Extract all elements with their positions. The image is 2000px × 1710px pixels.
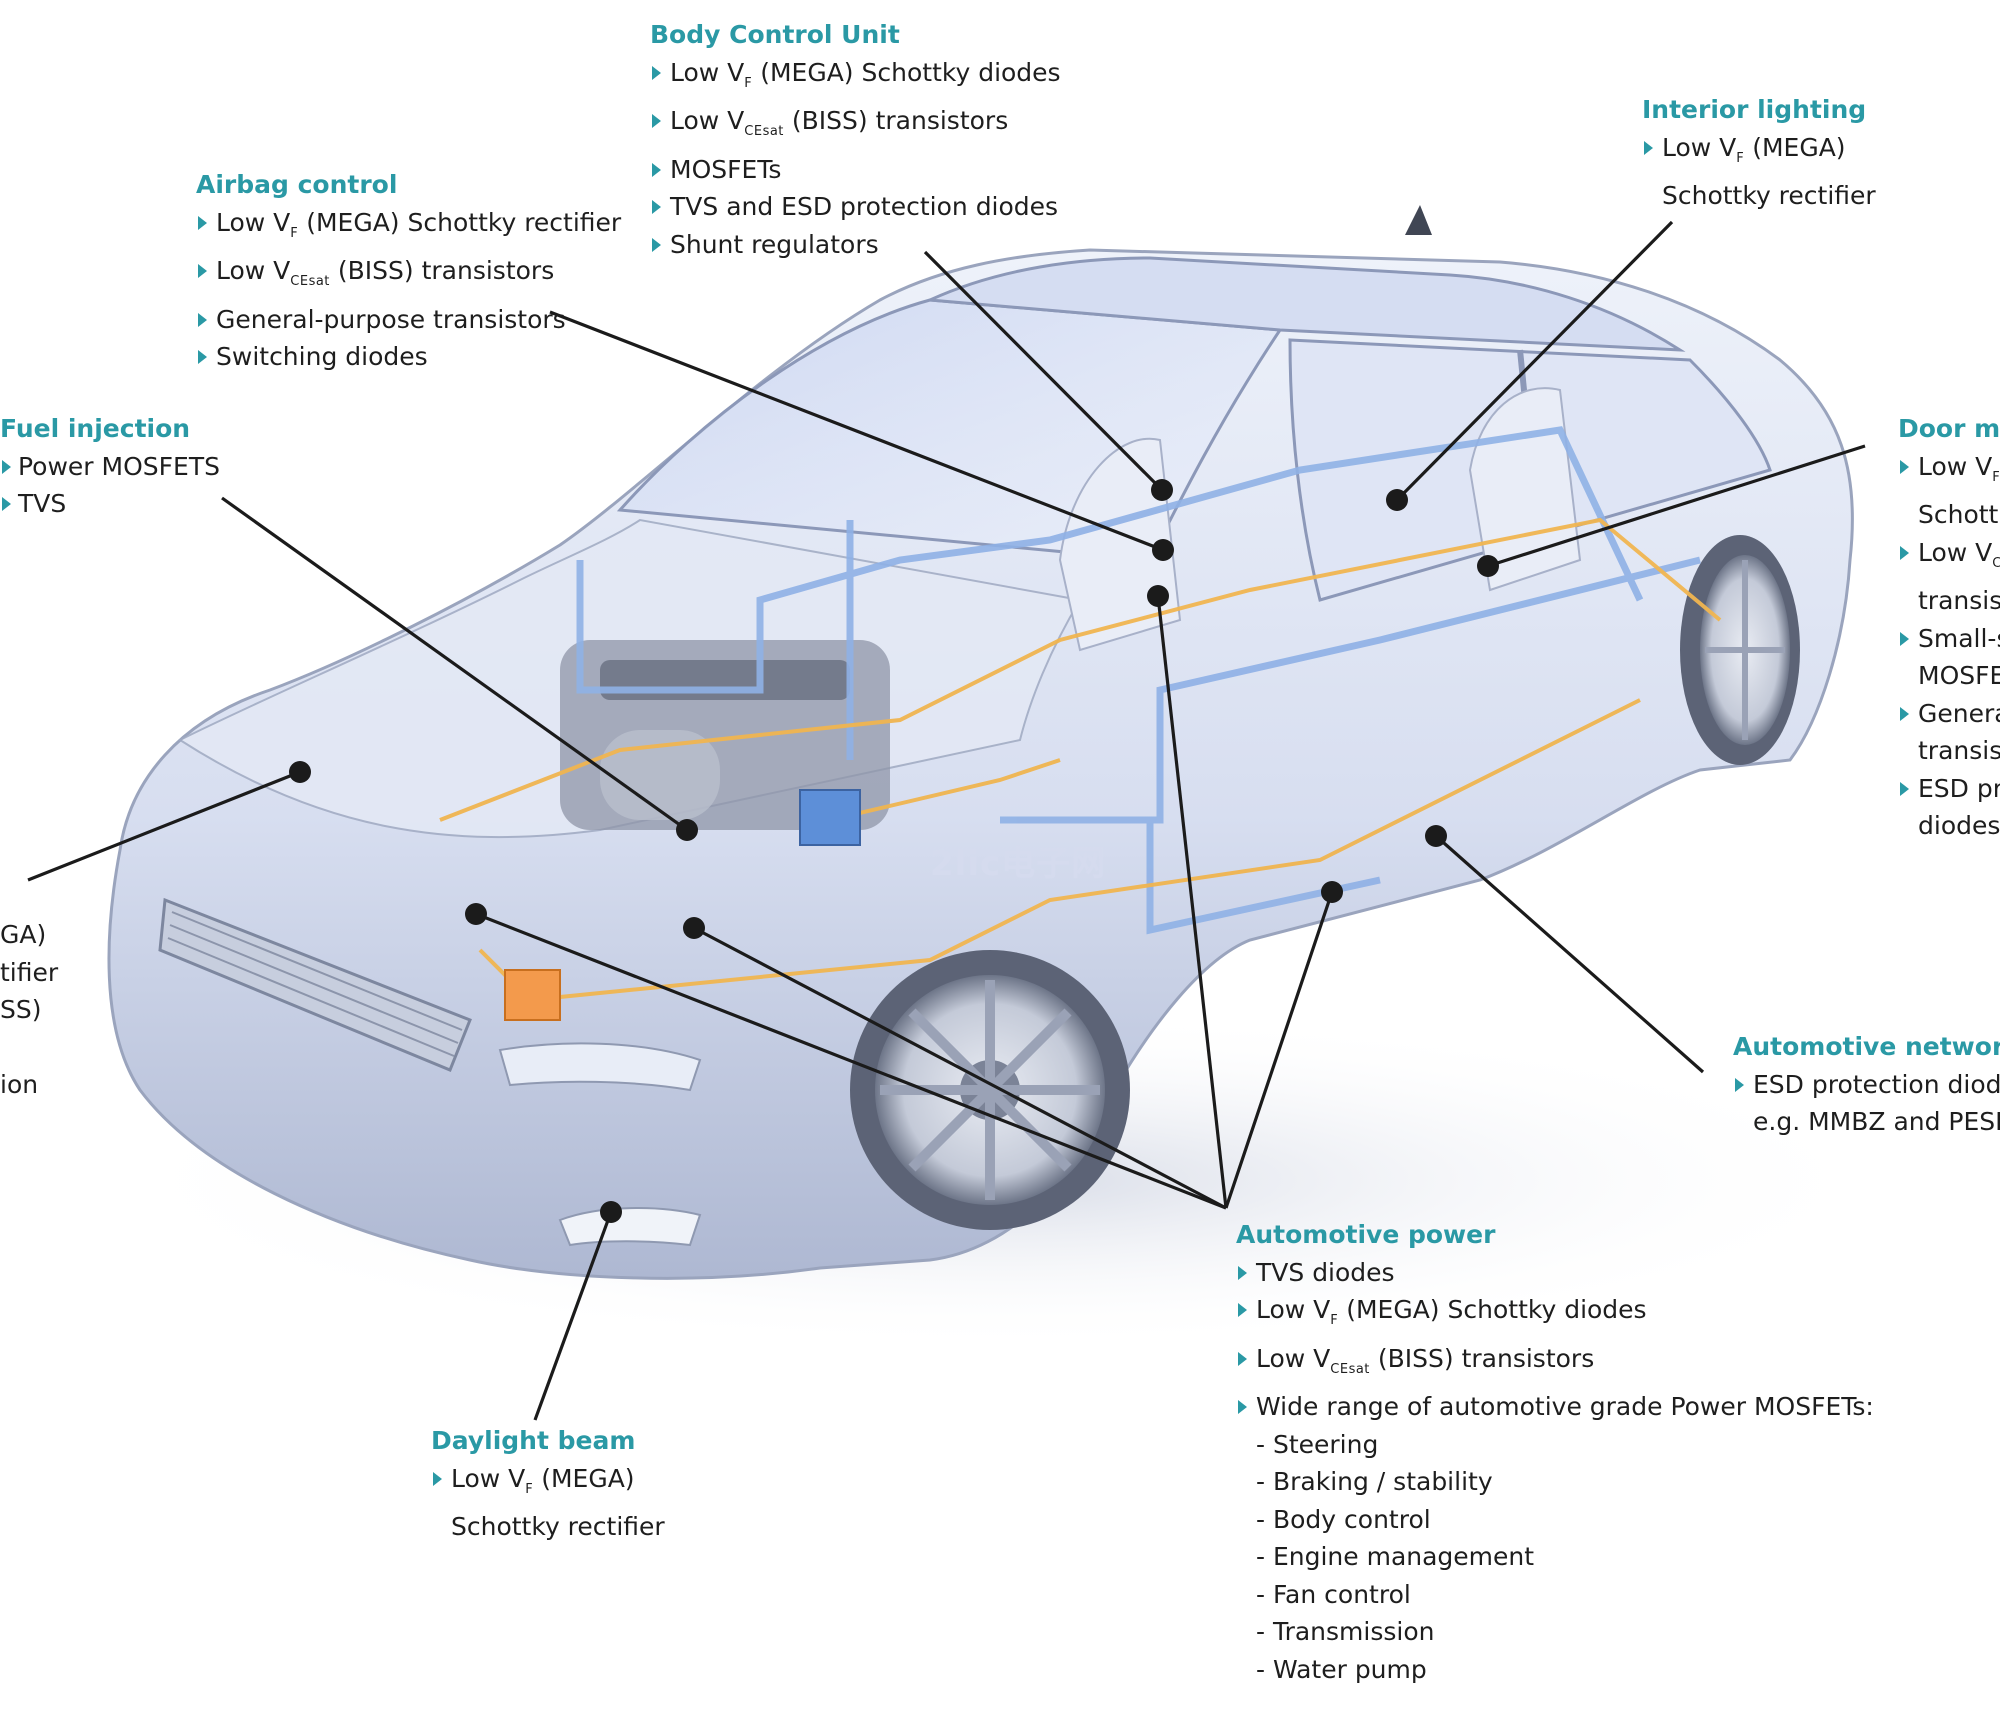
sub-item: - Fan control <box>1256 1579 1411 1609</box>
callout-body-control: Body Control Unit Low VF (MEGA) Schottky… <box>650 16 1061 263</box>
partial-line: GA) <box>0 920 47 949</box>
callout-door-module: Door mo Low VFSchottk Low VCEtransist Sm… <box>1898 410 2000 845</box>
list-item: Low VF (MEGA)Schottky rectifier <box>1642 129 1876 215</box>
callout-fuel-injection: Fuel injection Power MOSFETS TVS <box>0 410 220 523</box>
sub-item: - Transmission <box>1256 1617 1435 1646</box>
list-item: General-purpose transistors <box>196 301 621 339</box>
list-item: Power MOSFETS <box>0 448 220 486</box>
tip-interior-lighting <box>1386 489 1408 511</box>
callout-airbag: Airbag control Low VF (MEGA) Schottky re… <box>196 166 621 376</box>
list-item: Low VF (MEGA)Schottky rectifier <box>431 1460 665 1546</box>
callout-title: Body Control Unit <box>650 20 900 49</box>
roof-glass <box>924 256 1686 352</box>
sub-item: - Steering <box>1256 1429 1379 1459</box>
tip-door-module <box>1477 555 1499 577</box>
list-item: Low VCEtransist <box>1898 534 2000 620</box>
fog-lamp <box>558 1207 702 1247</box>
blue-module <box>799 789 861 846</box>
wiring-harness-blue <box>576 426 1701 935</box>
tip-networking <box>1425 825 1447 847</box>
tip-power-1 <box>1147 585 1169 607</box>
list-item: Low VCEsat (BISS) transistors <box>650 102 1061 151</box>
callout-daylight-beam: Daylight beam Low VF (MEGA)Schottky rect… <box>431 1422 665 1546</box>
callout-title: Automotive power <box>1236 1220 1496 1249</box>
callout-title: Airbag control <box>196 170 398 199</box>
list-item: Low VF (MEGA) Schottky diodes <box>1236 1291 1874 1340</box>
rear-wheel <box>1680 535 1800 765</box>
list-item: TVS <box>0 485 220 523</box>
list-item: Low VF (MEGA) Schottky rectifier <box>196 204 621 253</box>
sub-item: - Braking / stability <box>1256 1467 1493 1496</box>
list-item: Low VF (MEGA) Schottky diodes <box>650 54 1061 103</box>
tip-airbag <box>1152 539 1174 561</box>
list-item: Low VCEsat (BISS) transistors <box>196 252 621 301</box>
partial-line <box>0 1029 58 1067</box>
list-item: Generatransist <box>1898 695 2000 770</box>
leader-lines <box>27 220 1866 1421</box>
list-item: Wide range of automotive grade Power MOS… <box>1236 1388 1874 1426</box>
tip-body-control <box>1151 479 1173 501</box>
callout-title: Fuel injection <box>0 414 191 443</box>
watermark: 2lic电子网 <box>930 844 1107 884</box>
tip-daylight <box>600 1201 622 1223</box>
antenna <box>1405 205 1432 235</box>
front-wheel <box>850 950 1130 1230</box>
tip-fuel-injection <box>676 819 698 841</box>
partial-line: ion <box>0 1070 39 1099</box>
callout-left-partial: GA) tifier SS) ion <box>0 916 58 1104</box>
partial-line: SS) <box>0 995 42 1024</box>
list-item: TVS diodes <box>1236 1254 1874 1292</box>
tip-power-4 <box>465 903 487 925</box>
orange-module <box>504 969 561 1021</box>
callout-title: Interior lighting <box>1642 95 1867 124</box>
sub-item: - Water pump <box>1256 1654 1427 1684</box>
list-item: Shunt regulators <box>650 226 1061 264</box>
tip-power-2 <box>1321 881 1343 903</box>
callout-title: Automotive networkir <box>1733 1032 2000 1061</box>
partial-line: tifier <box>0 957 59 987</box>
list-item: TVS and ESD protection diodes <box>650 188 1061 226</box>
callout-automotive-power: Automotive power TVS diodes Low VF (MEGA… <box>1236 1216 1874 1688</box>
list-item: Low VFSchottk <box>1898 448 2000 534</box>
list-item: Low VCEsat (BISS) transistors <box>1236 1340 1874 1389</box>
sub-item: - Engine management <box>1256 1542 1535 1571</box>
callout-interior-lighting: Interior lighting Low VF (MEGA)Schottky … <box>1642 91 1876 215</box>
sub-item: - Body control <box>1256 1504 1431 1534</box>
callout-title: Daylight beam <box>431 1426 636 1455</box>
callout-title: Door mo <box>1898 414 2000 443</box>
list-item: MOSFETs <box>650 151 1061 189</box>
callout-networking: Automotive networkir ESD protection diod… <box>1733 1028 2000 1141</box>
headlight <box>498 1042 702 1092</box>
list-item: Switching diodes <box>196 338 621 376</box>
tip-power-3 <box>683 917 705 939</box>
tip-left-callout <box>289 761 311 783</box>
